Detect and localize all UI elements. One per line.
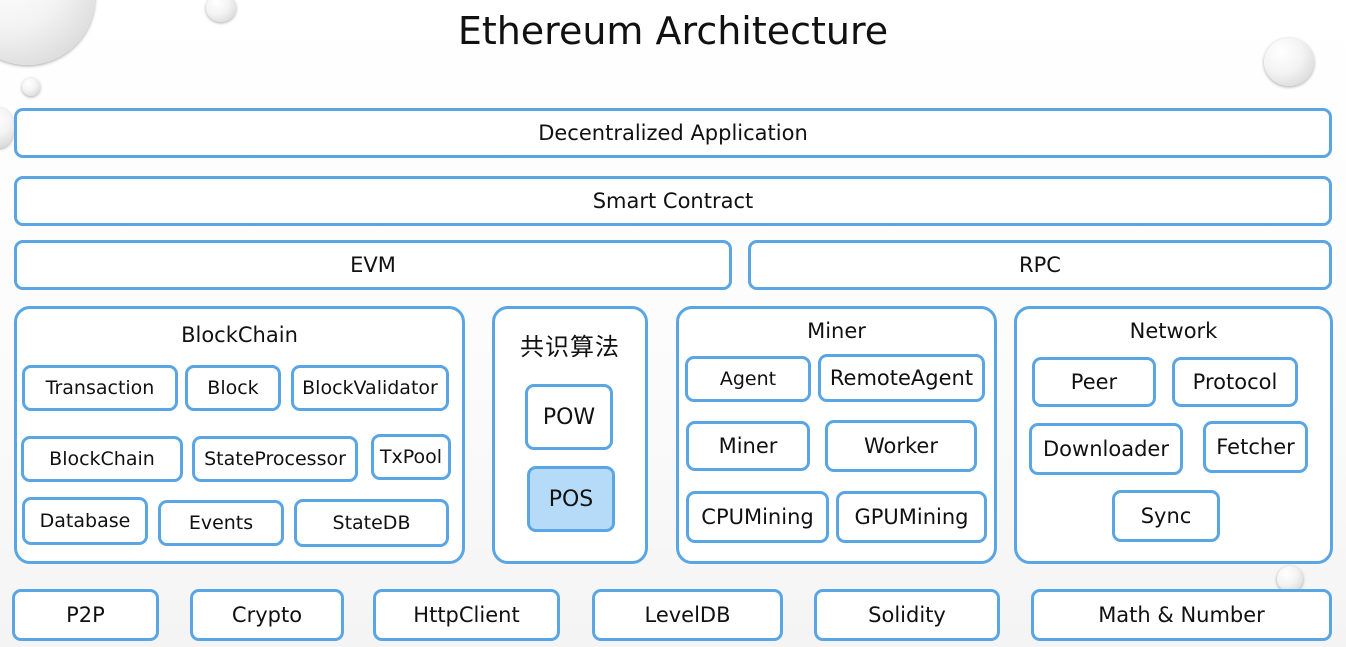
- layer-rpc: RPC: [748, 240, 1332, 290]
- consensus-panel-title: 共识算法: [520, 333, 620, 361]
- foundation-leveldb: LevelDB: [592, 589, 783, 641]
- layer-evm: EVM: [14, 240, 732, 290]
- network-item-protocol: Protocol: [1172, 357, 1298, 407]
- consensus-item-pos: POS: [527, 466, 615, 532]
- layer-decentralized-application: Decentralized Application: [14, 108, 1332, 158]
- blockchain-item-database: Database: [22, 497, 148, 545]
- miner-panel-title: Miner: [807, 319, 866, 343]
- blockchain-item-transaction: Transaction: [22, 365, 178, 411]
- network-item-downloader: Downloader: [1029, 423, 1183, 475]
- network-item-sync: Sync: [1112, 490, 1220, 542]
- miner-item-worker: Worker: [825, 420, 977, 472]
- blockchain-item-blockvalidator: BlockValidator: [291, 365, 449, 411]
- blockchain-panel-title: BlockChain: [181, 323, 298, 347]
- decorative-bubble: [0, 108, 14, 148]
- network-panel-title: Network: [1129, 319, 1218, 343]
- miner-item-cpumining: CPUMining: [686, 491, 829, 543]
- decorative-bubble: [206, 0, 236, 22]
- decorative-bubble: [1264, 38, 1314, 86]
- decorative-bubble: [22, 78, 40, 96]
- network-item-fetcher: Fetcher: [1203, 421, 1308, 473]
- blockchain-item-events: Events: [158, 500, 284, 546]
- blockchain-item-stateprocessor: StateProcessor: [192, 436, 358, 482]
- foundation-httpclient: HttpClient: [373, 589, 560, 641]
- miner-item-miner: Miner: [686, 421, 810, 471]
- foundation-math-number: Math & Number: [1031, 589, 1332, 641]
- miner-item-agent: Agent: [685, 356, 811, 402]
- foundation-crypto: Crypto: [190, 589, 344, 641]
- page-title: Ethereum Architecture: [457, 9, 889, 53]
- blockchain-item-block: Block: [185, 365, 281, 411]
- layer-smart-contract: Smart Contract: [14, 176, 1332, 226]
- foundation-solidity: Solidity: [814, 589, 1000, 641]
- decorative-bubble: [1277, 566, 1303, 592]
- network-item-peer: Peer: [1032, 357, 1156, 407]
- miner-item-gpumining: GPUMining: [836, 491, 987, 543]
- consensus-item-pow: POW: [525, 384, 613, 450]
- blockchain-item-statedb: StateDB: [294, 499, 449, 547]
- foundation-p2p: P2P: [12, 589, 159, 641]
- blockchain-item-blockchain: BlockChain: [21, 436, 183, 482]
- miner-item-remoteagent: RemoteAgent: [818, 354, 985, 402]
- blockchain-item-txpool: TxPool: [371, 434, 451, 480]
